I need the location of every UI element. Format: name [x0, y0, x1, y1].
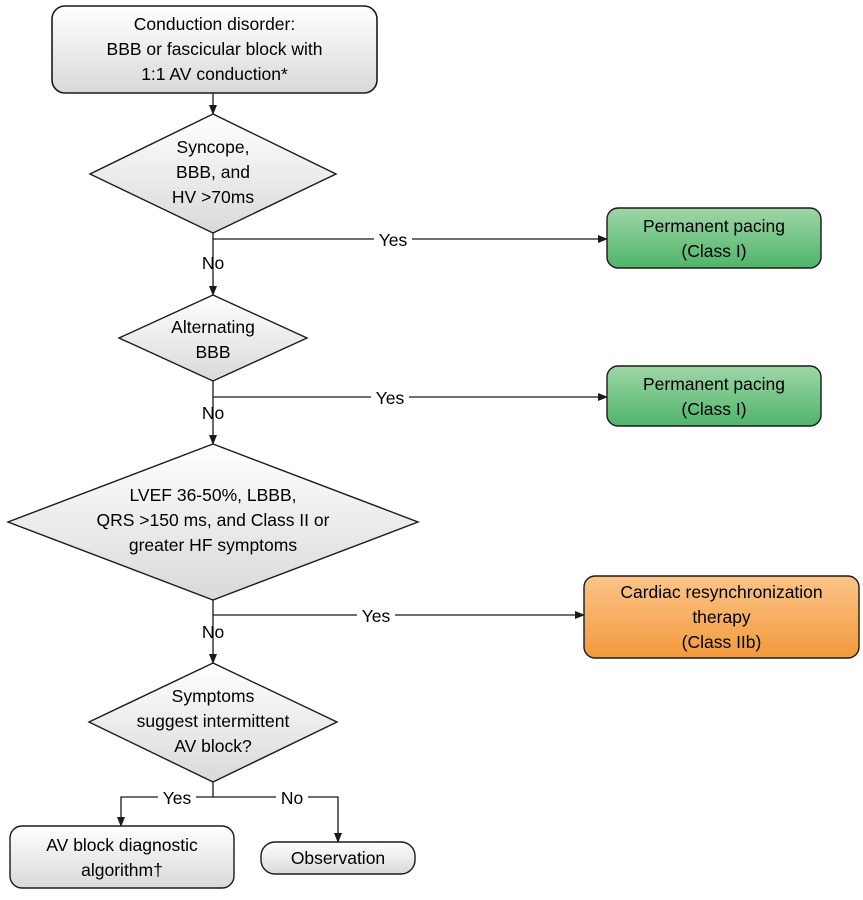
pacing-2-line-2: (Class I): [681, 399, 746, 419]
edge-label-yes-2: Yes: [376, 388, 405, 408]
crt-line-2: therapy: [692, 607, 751, 627]
syncope-decision: Syncope, BBB, and HV >70ms: [88, 113, 338, 234]
pacing-1-line-2: (Class I): [681, 241, 746, 261]
edge-label-yes-1: Yes: [379, 230, 408, 250]
crt-line-3: (Class IIb): [682, 632, 762, 652]
symptoms-line-3: AV block?: [174, 736, 252, 756]
pacing-1-line-1: Permanent pacing: [643, 216, 785, 236]
crt-box: Cardiac resynchronization therapy (Class…: [583, 575, 860, 659]
syncope-line-1: Syncope,: [177, 137, 250, 157]
alternating-decision: Alternating BBB: [117, 294, 309, 382]
permanent-pacing-box-2: Permanent pacing (Class I): [606, 365, 822, 427]
alternating-line-2: BBB: [195, 342, 230, 362]
alternating-line-1: Alternating: [171, 317, 255, 337]
lvef-line-1: LVEF 36-50%, LBBB,: [130, 485, 297, 505]
lvef-line-3: greater HF symptoms: [129, 535, 297, 555]
syncope-line-3: HV >70ms: [172, 187, 254, 207]
observation-box: Observation: [260, 841, 416, 875]
av-algorithm-line-2: algorithm†: [81, 860, 163, 880]
edge-label-no-4: No: [281, 788, 303, 808]
symptoms-line-1: Symptoms: [172, 686, 255, 706]
permanent-pacing-box-1: Permanent pacing (Class I): [606, 207, 822, 269]
lvef-line-2: QRS >150 ms, and Class II or: [97, 510, 330, 530]
av-block-algorithm-box: AV block diagnostic algorithm†: [9, 825, 235, 889]
pacing-2-line-1: Permanent pacing: [643, 374, 785, 394]
crt-line-1: Cardiac resynchronization: [620, 582, 822, 602]
observation-label: Observation: [291, 848, 385, 868]
connector-symptoms-no: [213, 796, 342, 843]
edge-label-no-1: No: [202, 253, 224, 273]
edge-label-yes-4: Yes: [163, 788, 192, 808]
start-box: Conduction disorder: BBB or fascicular b…: [51, 5, 378, 94]
edge-label-no-2: No: [202, 403, 224, 423]
edge-label-no-3: No: [202, 622, 224, 642]
av-algorithm-line-1: AV block diagnostic: [46, 835, 198, 855]
syncope-line-2: BBB, and: [176, 162, 250, 182]
symptoms-decision: Symptoms suggest intermittent AV block?: [87, 662, 339, 783]
lvef-decision: LVEF 36-50%, LBBB, QRS >150 ms, and Clas…: [6, 443, 420, 601]
start-line-3: 1:1 AV conduction*: [141, 64, 288, 84]
symptoms-line-2: suggest intermittent: [137, 711, 290, 731]
edge-label-yes-3: Yes: [362, 606, 391, 626]
start-line-2: BBB or fascicular block with: [107, 39, 323, 59]
start-line-1: Conduction disorder:: [134, 14, 295, 34]
